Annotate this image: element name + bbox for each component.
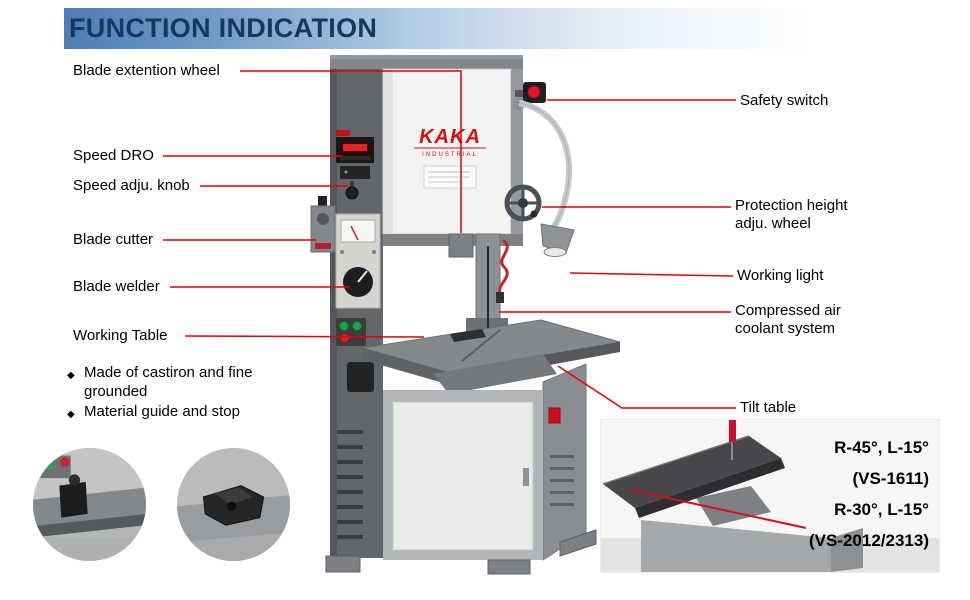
castiron-table-photo bbox=[33, 448, 146, 561]
tilt-table-photo bbox=[601, 420, 939, 572]
control-buttons bbox=[336, 318, 366, 346]
detail-photo-material-stop bbox=[177, 448, 290, 561]
tilt-table-inset: R-45°, L-15° (VS-1611) R-30°, L-15° (VS-… bbox=[600, 419, 940, 573]
label-blade-welder: Blade welder bbox=[73, 278, 160, 295]
label-blade-extension-wheel: Blade extention wheel bbox=[73, 62, 220, 79]
coolant-hose bbox=[498, 238, 509, 294]
leader-working-table bbox=[184, 335, 425, 338]
dust-port bbox=[347, 362, 374, 392]
feature-item: ◆ Material guide and stop bbox=[67, 402, 267, 421]
brand-sub: INDUSTRIAL bbox=[422, 152, 478, 158]
coolant-nozzle bbox=[496, 292, 504, 303]
label-working-light: Working light bbox=[737, 267, 824, 284]
tilt-spec-line: R-45°, L-15° bbox=[834, 438, 929, 457]
speed-dro-display bbox=[336, 130, 374, 163]
table-trunnion bbox=[433, 354, 557, 394]
bandsaw-machine: KAKA INDUSTRIAL bbox=[310, 55, 621, 575]
wheel-housing-door bbox=[382, 68, 512, 235]
blade-guard bbox=[448, 233, 508, 332]
machine-feet bbox=[325, 529, 597, 575]
blade-welder-panel bbox=[335, 213, 381, 309]
working-light bbox=[540, 223, 575, 257]
leader-lines bbox=[163, 70, 736, 409]
label-tilt-table: Tilt table bbox=[740, 399, 797, 416]
brand-logo: KAKA INDUSTRIAL bbox=[414, 126, 486, 158]
label-speed-dro: Speed DRO bbox=[73, 147, 154, 164]
tilt-angle-specs: R-45°, L-15° (VS-1611) R-30°, L-15° (VS-… bbox=[809, 432, 929, 556]
bullet-icon: ◆ bbox=[67, 409, 75, 420]
tilt-spec-line: (VS-1611) bbox=[852, 469, 929, 488]
page-title: FUNCTION INDICATION bbox=[69, 13, 378, 43]
secondary-display bbox=[340, 166, 370, 179]
tilt-spec-line: (VS-2012/2313) bbox=[808, 531, 929, 550]
safety-switch bbox=[515, 82, 546, 103]
brand-name: KAKA bbox=[419, 126, 481, 148]
material-stop-photo bbox=[177, 448, 290, 561]
vent-slots-left bbox=[337, 430, 363, 539]
page-header: FUNCTION INDICATION bbox=[64, 8, 970, 49]
bullet-icon: ◆ bbox=[67, 370, 75, 381]
spec-sticker bbox=[423, 165, 477, 189]
leader-blade-extension-wheel bbox=[240, 70, 462, 233]
vent-slots-right bbox=[550, 455, 574, 506]
tilt-spec-line: R-30°, L-15° bbox=[834, 500, 929, 519]
leader-tilt-table bbox=[557, 365, 736, 409]
label-protection-height-wheel: Protection height adju. wheel bbox=[735, 197, 848, 232]
working-table-features: ◆ Made of castiron and fine grounded ◆ M… bbox=[67, 363, 267, 422]
label-safety-switch: Safety switch bbox=[740, 92, 829, 109]
label-speed-adjust-knob: Speed adju. knob bbox=[73, 177, 190, 194]
speed-adjust-knob bbox=[345, 181, 359, 200]
feature-text: Material guide and stop bbox=[84, 403, 240, 420]
base-cabinet bbox=[383, 363, 587, 561]
blade-cutter-unit bbox=[310, 196, 336, 253]
detail-photo-castiron-table bbox=[33, 448, 146, 561]
feature-text: Made of castiron and fine grounded bbox=[84, 364, 253, 400]
lamp-arm bbox=[513, 98, 573, 231]
leader-working-light bbox=[569, 272, 734, 277]
feature-item: ◆ Made of castiron and fine grounded bbox=[67, 363, 267, 401]
label-compressed-air-coolant: Compressed air coolant system bbox=[735, 302, 841, 337]
height-adjust-wheel bbox=[504, 184, 542, 222]
label-blade-cutter: Blade cutter bbox=[73, 231, 154, 248]
label-working-table: Working Table bbox=[73, 327, 168, 344]
